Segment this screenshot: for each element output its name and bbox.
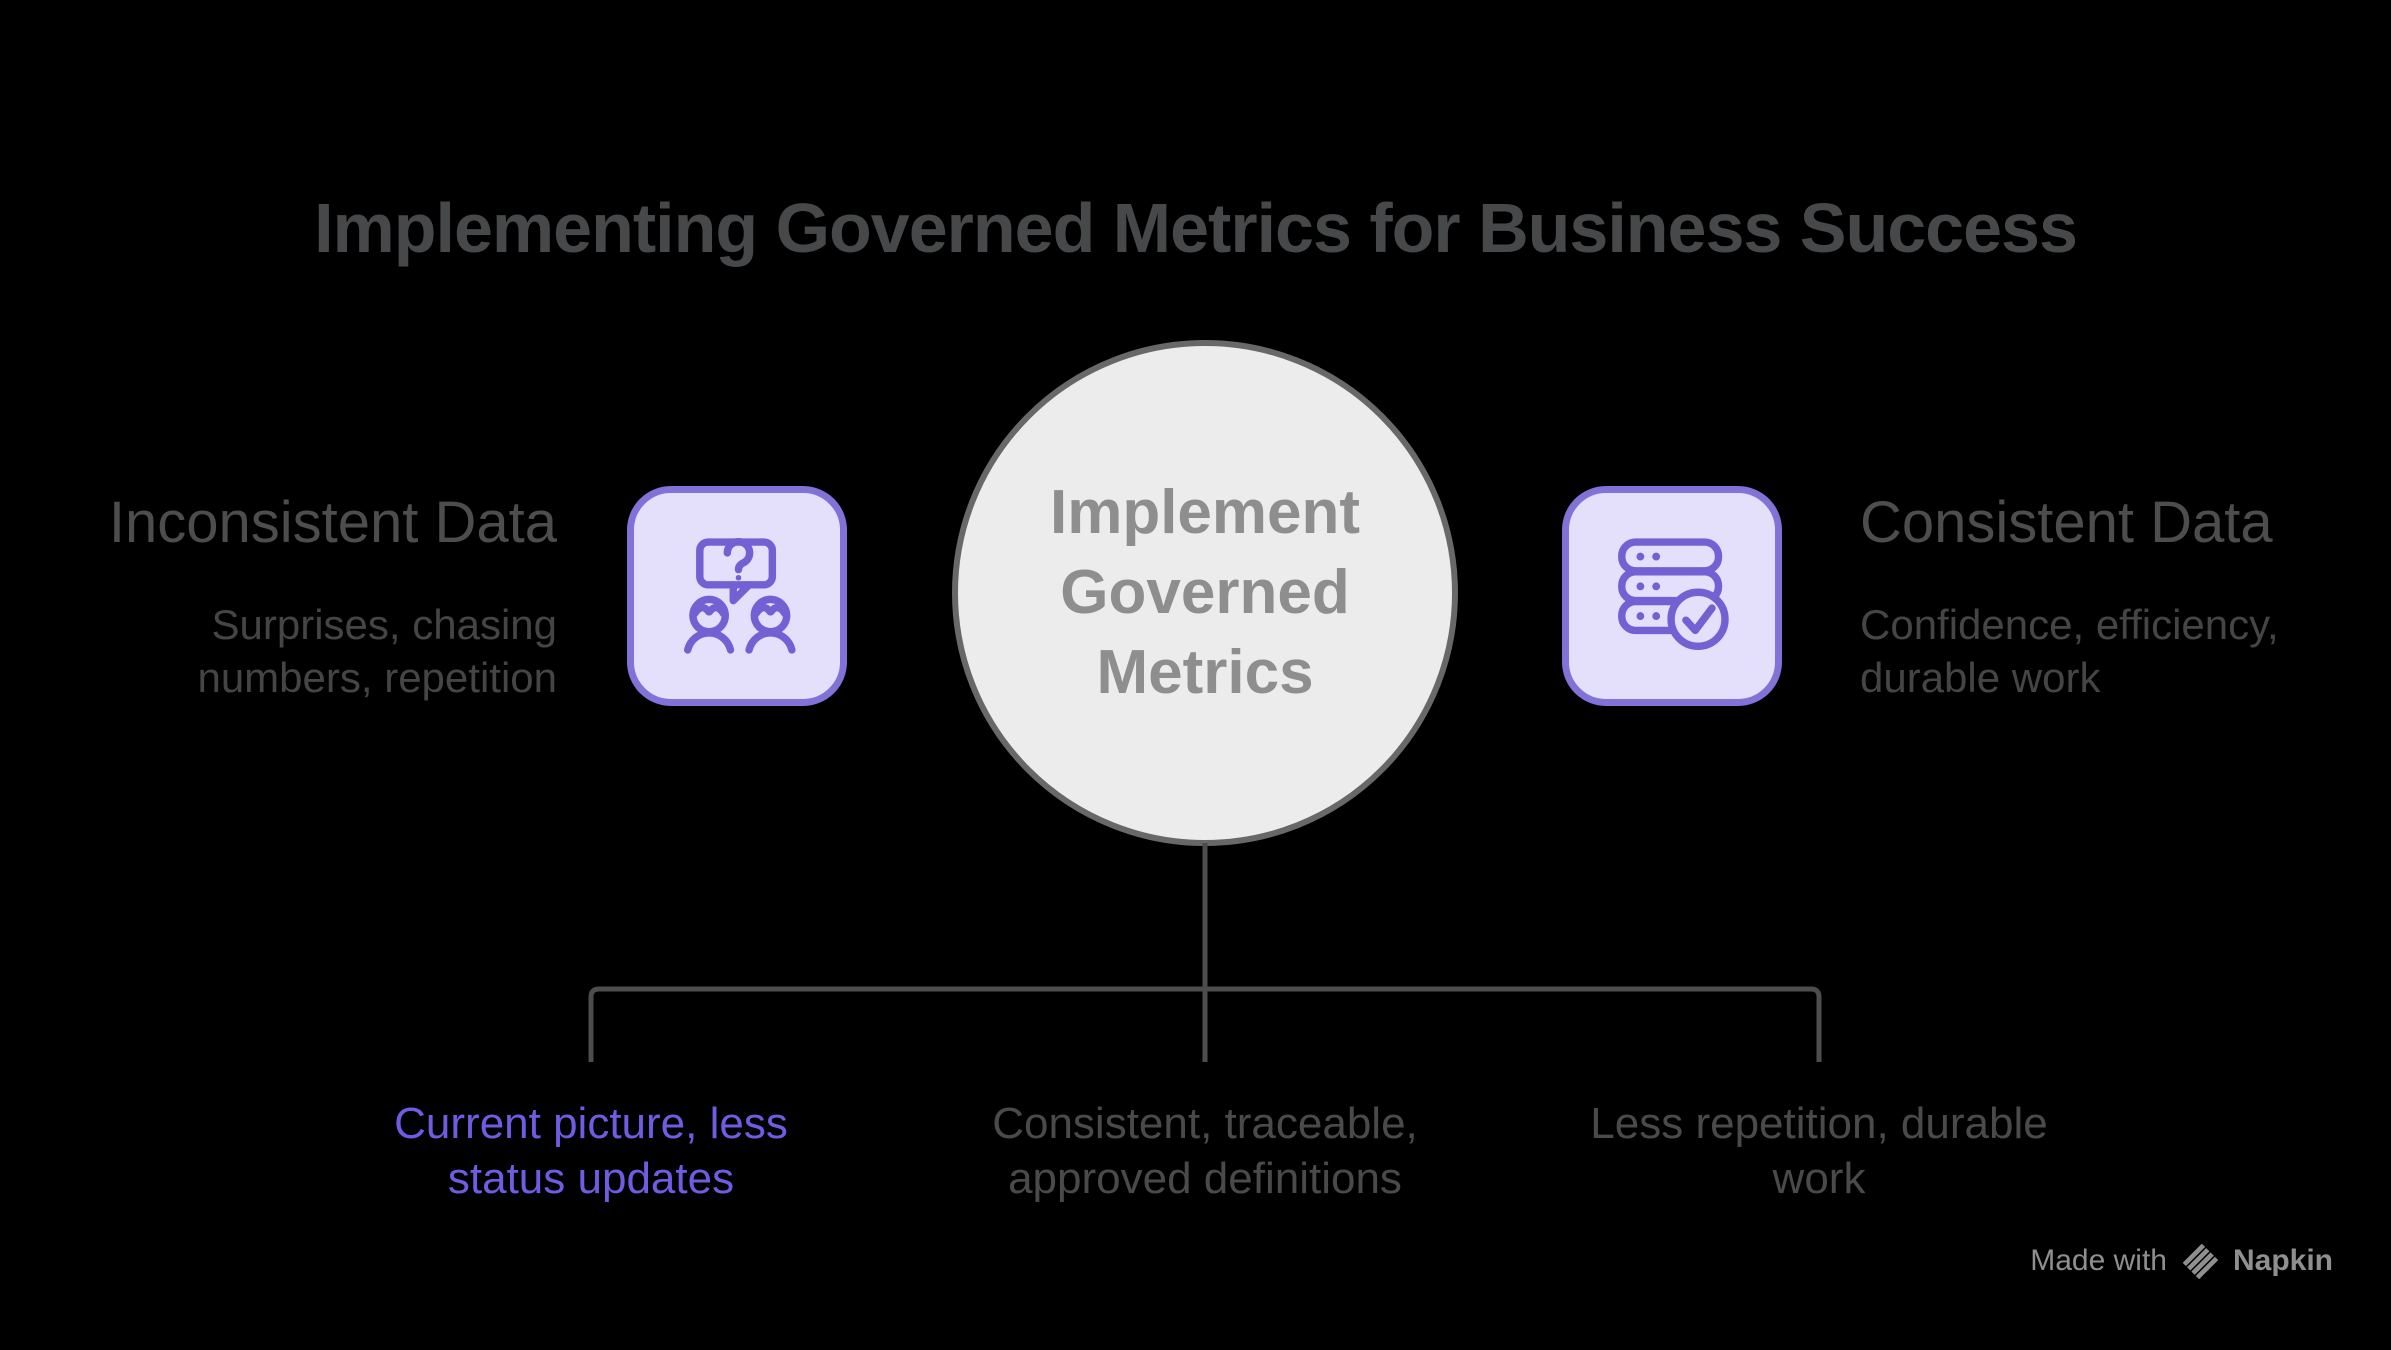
right-icon-tile [1562,486,1782,706]
outcome-label-3: Less repetition, durable work [1590,1099,2048,1203]
napkin-logo-icon [2182,1243,2219,1280]
left-section: Inconsistent Data Surprises, chasing num… [60,494,557,704]
left-heading: Inconsistent Data [108,490,557,555]
discussion-question-icon [683,538,796,654]
central-node-label: Implement Governed Metrics [1049,478,1361,707]
page-title: Implementing Governed Metrics for Busine… [314,188,2078,267]
made-with-text: Made with [2030,1244,2167,1277]
right-heading: Consistent Data [1860,490,2273,555]
right-section: Consistent Data Confidence, efficiency, … [1860,494,2380,704]
attribution: Made with Napkin [2030,1240,2333,1282]
outcome-label-1: Current picture, less status updates [394,1099,788,1203]
left-description: Surprises, chasing numbers, repetition [197,601,557,701]
left-icon-tile [627,486,847,706]
brand-text: Napkin [2232,1244,2333,1277]
right-description: Confidence, efficiency, durable work [1860,601,2279,701]
database-check-icon [1618,538,1729,650]
central-node: Implement Governed Metrics [952,340,1458,846]
outcome-label-2: Consistent, traceable, approved definiti… [992,1099,1418,1203]
